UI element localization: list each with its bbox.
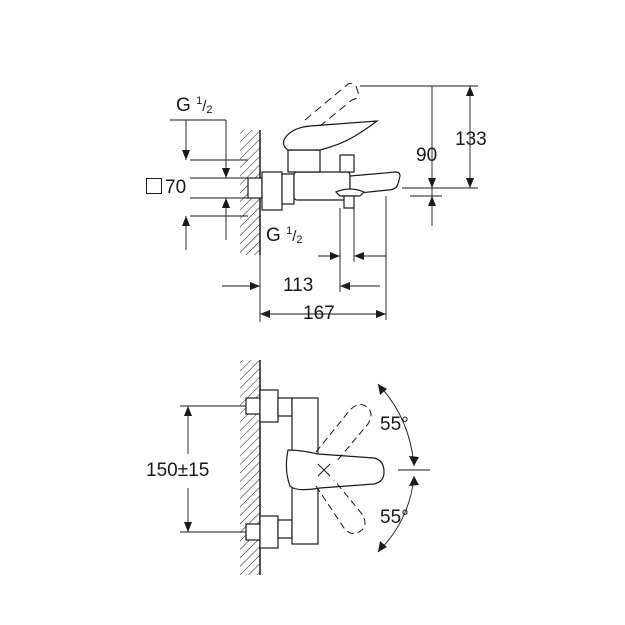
front-lever-dashed-up bbox=[315, 404, 372, 463]
square-size-label: 70 bbox=[146, 178, 186, 197]
side-arrowheads bbox=[182, 86, 474, 318]
angle-label-lower: 55° bbox=[380, 507, 409, 528]
side-connector bbox=[261, 171, 283, 211]
dim-total-depth: 167 bbox=[303, 303, 335, 324]
side-spout bbox=[349, 171, 401, 195]
dim-total-height: 133 bbox=[455, 129, 487, 150]
front-escutcheon-bottom bbox=[245, 523, 261, 541]
side-view bbox=[170, 82, 478, 322]
side-cartridge bbox=[287, 149, 321, 173]
front-lever-dashed-down bbox=[315, 479, 366, 534]
angle-label-upper: 55° bbox=[380, 414, 409, 435]
front-escutcheon-top bbox=[245, 397, 261, 415]
side-outlet-stem bbox=[343, 195, 355, 209]
dim-outlet-distance: 113 bbox=[283, 275, 314, 296]
inlet-thread-label-bottom: G 1/2 bbox=[266, 225, 303, 246]
side-hex-nut bbox=[281, 173, 295, 205]
dim-spout-height: 90 bbox=[416, 145, 438, 166]
inlet-thread-label-top: G 1/2 bbox=[176, 95, 213, 116]
front-wall-hatch bbox=[240, 360, 260, 575]
side-diverter-knob bbox=[339, 154, 355, 173]
front-arrowheads bbox=[184, 384, 419, 552]
side-outlet bbox=[334, 188, 366, 197]
square-icon bbox=[146, 178, 162, 194]
dim-centers: 150±15 bbox=[146, 460, 210, 481]
front-view bbox=[180, 360, 430, 575]
side-lever bbox=[282, 120, 379, 151]
front-lever bbox=[285, 449, 385, 491]
side-lever-raised bbox=[304, 82, 359, 127]
side-escutcheon bbox=[247, 177, 263, 199]
